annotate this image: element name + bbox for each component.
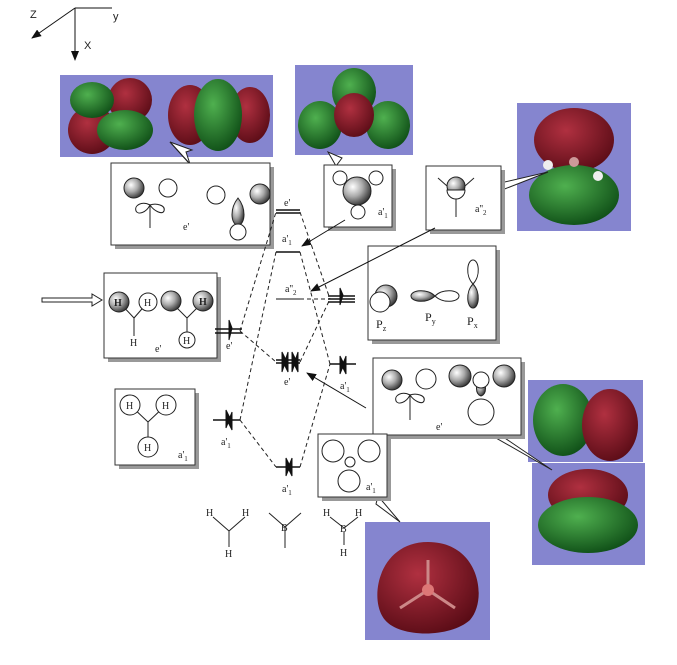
mo-render-e-prime-bonding-2	[532, 463, 645, 565]
mo-render-e-prime-2	[165, 75, 273, 157]
label-h3-e-prime: e'	[226, 341, 232, 352]
svg-text:H: H	[206, 508, 213, 519]
box-label: e'	[183, 222, 189, 233]
box-e-prime-bonding: e'	[372, 357, 525, 439]
label-b-a1: a'1	[340, 381, 350, 394]
box-label: e'	[436, 422, 442, 433]
mo-render-a1-bonding	[365, 522, 490, 640]
structure-h3: H H H	[206, 508, 249, 560]
box-to-level-arrows	[301, 219, 436, 409]
box-e-prime-antibonding: e'	[110, 162, 274, 249]
p-orbital-label: Py	[425, 310, 436, 326]
level-labels: e' a'1 e' a'1 a''2 e' a'1 a'1	[221, 198, 350, 497]
svg-text:H: H	[340, 548, 347, 559]
svg-text:H: H	[183, 336, 190, 347]
mo-render-a2	[517, 103, 631, 231]
box-label: a'1	[366, 482, 376, 495]
box-a1-bonding: a'1	[317, 433, 391, 501]
box-label: a''2	[475, 204, 487, 217]
svg-text:B: B	[281, 523, 288, 534]
p-orbital-label: Px	[467, 314, 478, 330]
box-label: a'1	[378, 207, 388, 220]
box-h3-e-prime: H H H H H e'	[103, 272, 221, 362]
box-label: a'1	[178, 450, 188, 463]
box-label: e'	[155, 344, 161, 355]
label-e-prime-top: e'	[284, 198, 290, 209]
structure-b: B	[268, 512, 302, 548]
label-a1-upper: a'1	[282, 234, 292, 247]
svg-text:B: B	[340, 524, 347, 535]
svg-text:H: H	[130, 338, 137, 349]
box-a1-antibonding: a'1	[323, 164, 396, 231]
svg-text:H: H	[114, 298, 122, 309]
axis-z-label: Z	[30, 9, 37, 21]
box-h3-a1: H H H a'1	[114, 388, 199, 469]
structure-bh3: H H B H	[323, 508, 362, 559]
svg-text:H: H	[355, 508, 362, 519]
mo-render-e-prime-bonding-1	[528, 380, 643, 462]
svg-text:H: H	[144, 298, 151, 309]
box-p-orbitals: Pz Py Px	[367, 245, 500, 344]
p-orbital-label: Pz	[376, 317, 387, 333]
mo-render-a1-antibonding	[295, 65, 413, 155]
label-a1-bonding: a'1	[282, 484, 292, 497]
label-h3-a1: a'1	[221, 437, 231, 450]
axis-x-label: X	[84, 40, 92, 52]
svg-text:H: H	[144, 443, 151, 454]
label-e-prime-bonding: e'	[284, 377, 290, 388]
svg-text:H: H	[162, 401, 169, 412]
svg-text:H: H	[225, 549, 232, 560]
coordinate-axes: Z y X	[30, 7, 119, 61]
box-a2: a''2	[425, 165, 505, 234]
svg-text:H: H	[323, 508, 330, 519]
label-a2: a''2	[285, 284, 297, 297]
mo-render-e-prime-1	[60, 75, 165, 157]
correlation-lines	[239, 211, 331, 468]
svg-text:H: H	[242, 508, 249, 519]
electrons	[225, 287, 347, 477]
svg-text:H: H	[199, 297, 207, 308]
axis-y-label: y	[113, 11, 119, 23]
svg-text:H: H	[126, 401, 133, 412]
